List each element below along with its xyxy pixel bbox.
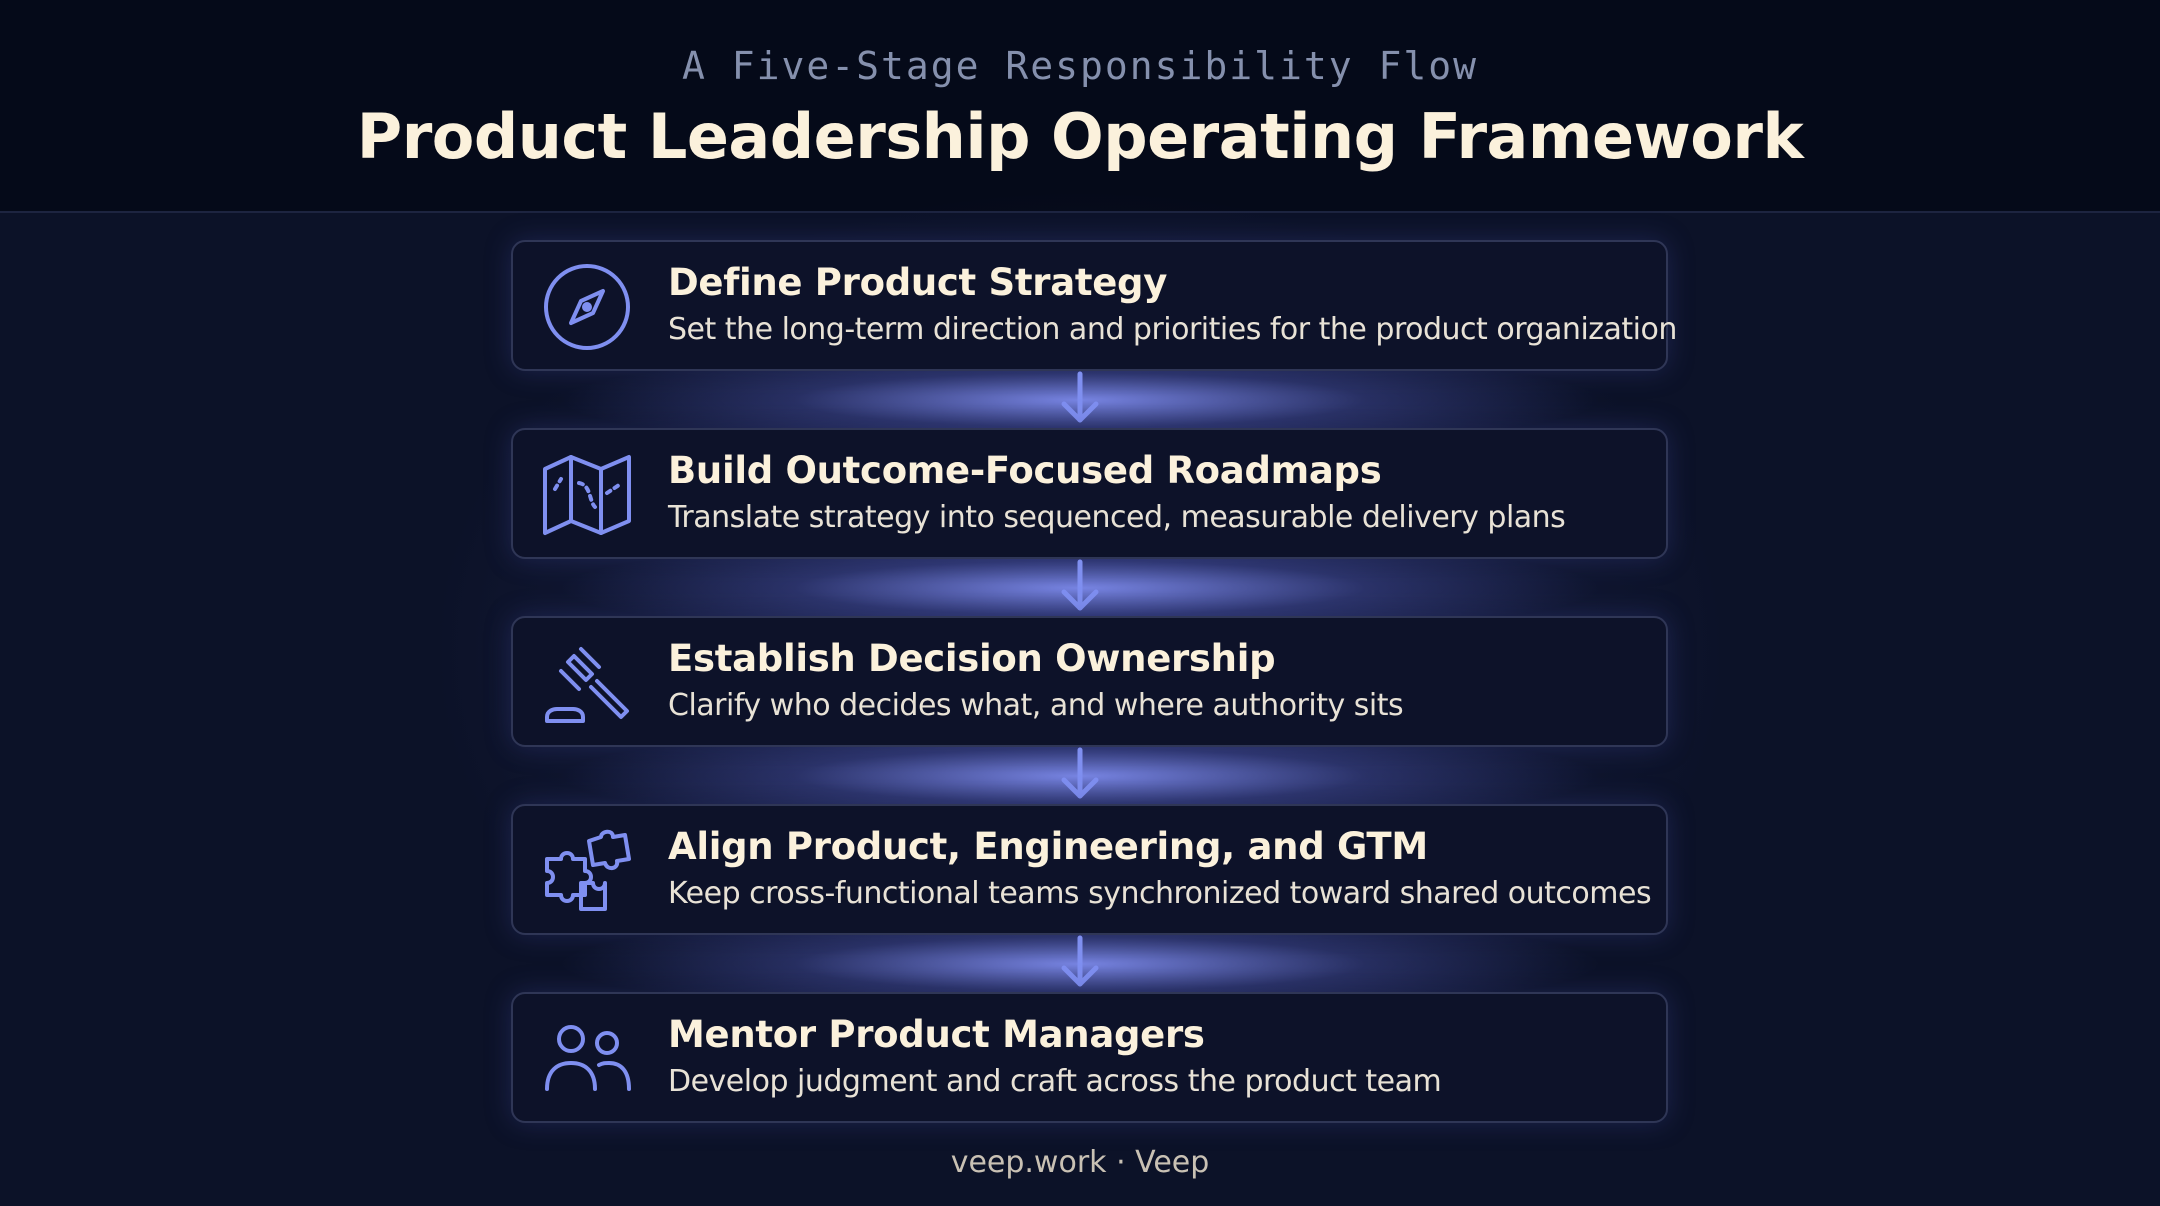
stage-card-mentor-pms: Mentor Product Managers Develop judgment… [511, 992, 1668, 1123]
stage-title: Align Product, Engineering, and GTM [668, 825, 1428, 868]
stage-title: Establish Decision Ownership [668, 637, 1276, 680]
puzzle-icon [541, 825, 633, 917]
stage-card-decision-ownership: Establish Decision Ownership Clarify who… [511, 616, 1668, 747]
footer-attribution: veep.work · Veep [950, 1145, 1210, 1180]
gavel-icon [541, 637, 633, 729]
users-icon [541, 1013, 633, 1105]
stage-description: Develop judgment and craft across the pr… [668, 1064, 1442, 1099]
page-subtitle: A Five-Stage Responsibility Flow [681, 44, 1479, 88]
stage-title: Build Outcome-Focused Roadmaps [668, 449, 1382, 492]
page-title: Product Leadership Operating Framework [356, 100, 1804, 173]
stage-description: Clarify who decides what, and where auth… [668, 688, 1404, 723]
arrow-down-icon [1058, 746, 1102, 802]
stage-description: Translate strategy into sequenced, measu… [668, 500, 1566, 535]
stage-description: Set the long-term direction and prioriti… [668, 312, 1677, 347]
stage-title: Mentor Product Managers [668, 1013, 1205, 1056]
stage-description: Keep cross-functional teams synchronized… [668, 876, 1652, 911]
stage-title: Define Product Strategy [668, 261, 1168, 304]
stage-card-build-roadmaps: Build Outcome-Focused Roadmaps Translate… [511, 428, 1668, 559]
compass-icon [541, 261, 633, 353]
stage-card-define-strategy: Define Product Strategy Set the long-ter… [511, 240, 1677, 371]
arrow-down-icon [1058, 558, 1102, 614]
header: A Five-Stage Responsibility Flow Product… [0, 0, 2160, 213]
arrow-down-icon [1058, 934, 1102, 990]
map-icon [541, 449, 633, 541]
arrow-down-icon [1058, 370, 1102, 426]
stage-card-align-teams: Align Product, Engineering, and GTM Keep… [511, 804, 1668, 935]
